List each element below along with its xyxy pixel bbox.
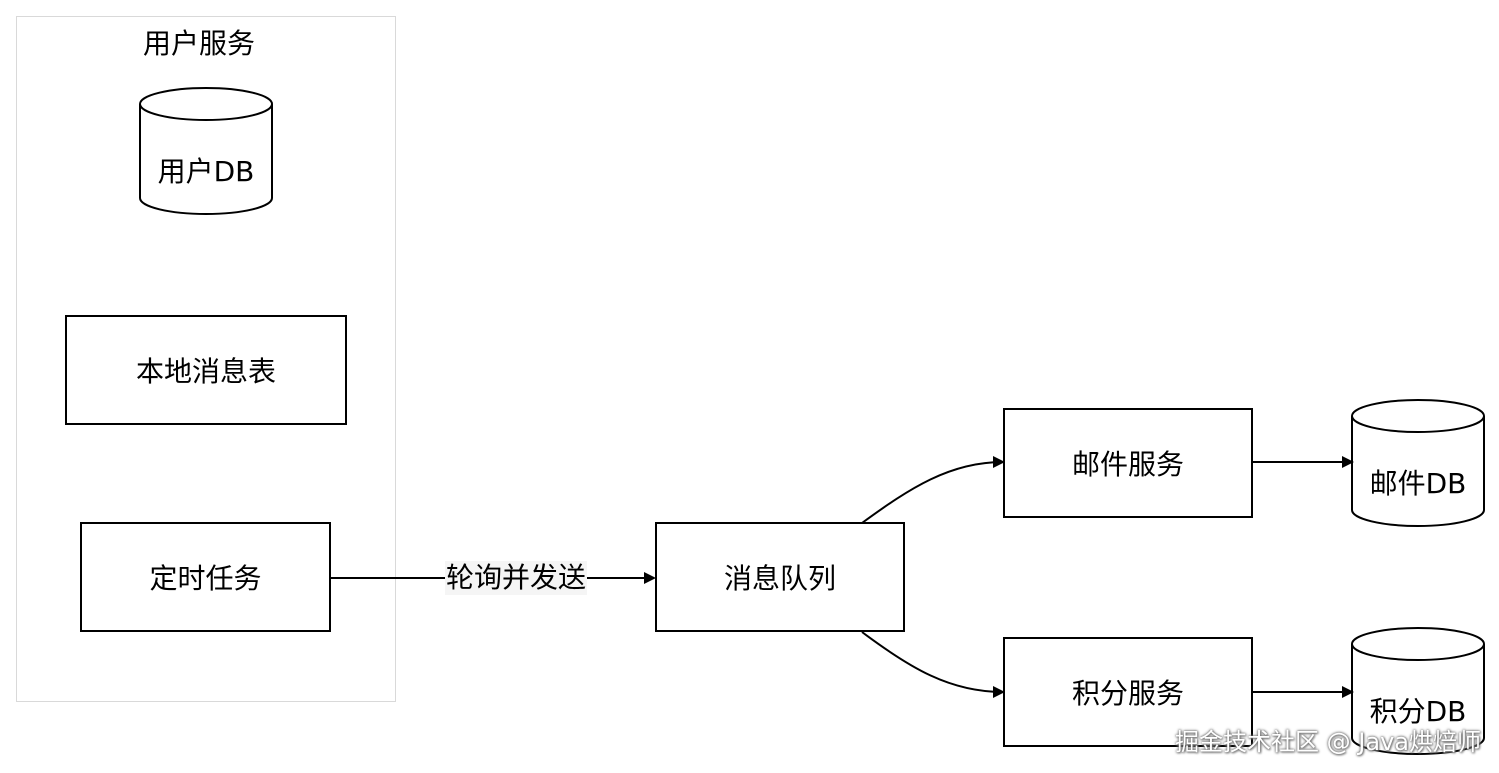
watermark-text: 掘金技术社区 @ Java烘焙师	[1175, 728, 1481, 756]
mail-db-cylinder	[1351, 399, 1485, 527]
points-service-box: 积分服务	[1003, 637, 1253, 747]
user-db-label: 用户DB	[157, 155, 255, 188]
user-service-title: 用户服务	[143, 27, 256, 60]
points-db-cylinder	[1351, 627, 1485, 755]
points-db-label: 积分DB	[1369, 695, 1467, 728]
mail-service-box: 邮件服务	[1003, 408, 1253, 518]
message-queue-box: 消息队列	[655, 522, 905, 632]
scheduled-task-box: 定时任务	[80, 522, 331, 632]
user-db-cylinder	[139, 87, 273, 215]
edge-queue-to-points	[861, 631, 1005, 698]
edge-label-poll-and-send: 轮询并发送	[445, 561, 588, 595]
edge-queue-to-mail	[861, 456, 1005, 524]
local-message-table-box: 本地消息表	[65, 315, 347, 425]
mail-db-label: 邮件DB	[1369, 467, 1467, 500]
